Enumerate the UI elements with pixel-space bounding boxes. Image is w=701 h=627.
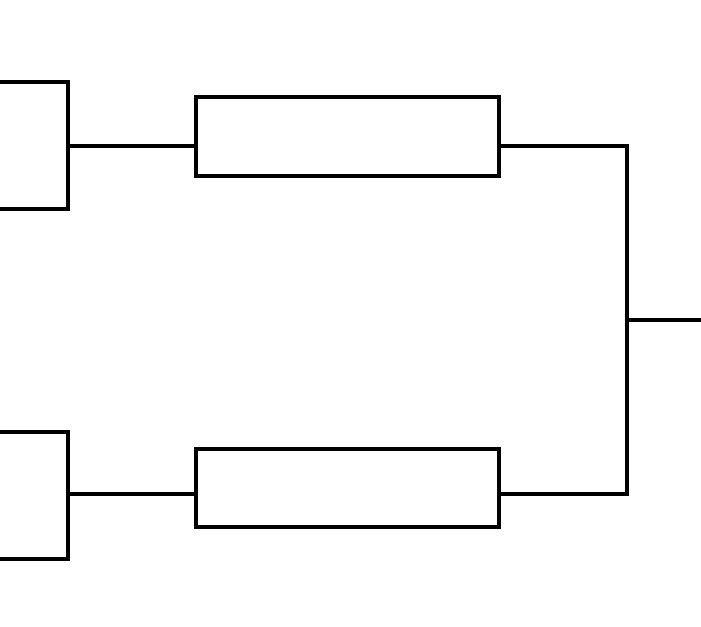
semifinal-slot-bottom xyxy=(194,447,501,529)
right-joining-bracket xyxy=(497,144,629,496)
left-bracket-bottom xyxy=(0,430,70,561)
left-bracket-top xyxy=(0,80,70,211)
semifinal-slot-top xyxy=(194,95,501,178)
